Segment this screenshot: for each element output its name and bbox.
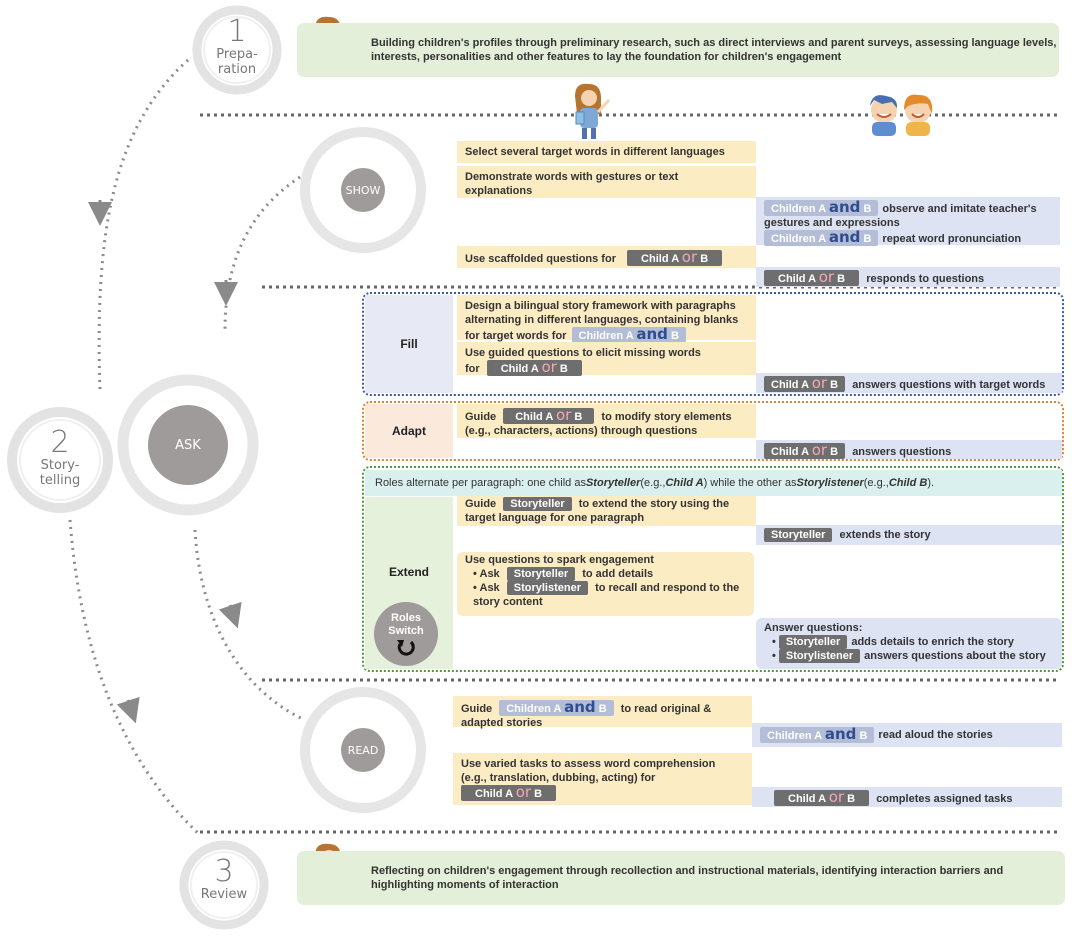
response-text: responds to questions	[866, 273, 985, 285]
extend-teacher-step-2: Use questions to spark engagement Ask St…	[457, 552, 754, 616]
storyteller-tag: Storyteller	[764, 528, 833, 542]
read-child-response-2: Child A or B completes assigned tasks	[752, 787, 1062, 807]
step-text: to read original &	[620, 703, 712, 715]
step-text: to modify story elements	[601, 411, 732, 423]
show-teacher-step-2: Demonstrate words with gestures or text …	[457, 166, 756, 198]
show-circle: SHOW	[341, 168, 385, 212]
child-a-or-b-tag: Child A or B	[627, 250, 723, 266]
child-a-or-b-tag: Child A or B	[764, 270, 860, 286]
stage-preparation: 1 Prepa- ration	[205, 14, 269, 78]
children-a-and-b-tag: Children A and B	[764, 200, 879, 216]
stage-number: 3	[214, 854, 234, 889]
storylistener-tag: Storylistener	[506, 581, 588, 595]
step-text: (e.g., characters, actions) through ques…	[465, 425, 698, 437]
storyteller-tag: Storyteller	[778, 635, 848, 649]
fill-label: Fill	[365, 295, 453, 393]
child-a-or-b-tag: Child A or B	[503, 408, 595, 424]
step-text: adapted stories	[461, 717, 543, 729]
response-text: read aloud the stories	[878, 729, 993, 741]
child-a-or-b-tag: Child A or B	[461, 785, 557, 801]
roles-switch-icon	[397, 640, 415, 656]
response-text: completes assigned tasks	[876, 793, 1013, 805]
children-a-and-b-tag: Children A and B	[760, 727, 875, 743]
step-text: Use scaffolded questions for	[465, 253, 616, 265]
roles-description: Roles alternate per paragraph: one child…	[365, 470, 1062, 496]
step-text: Use varied tasks to assess word comprehe…	[461, 758, 716, 784]
response-text: answers questions	[852, 446, 952, 458]
stage-storytelling: 2 Story- telling	[20, 425, 100, 489]
response-text: answers questions with target words	[852, 379, 1046, 391]
roles-switch-circle[interactable]: Roles Switch	[374, 602, 438, 666]
fill-teacher-step-1: Design a bilingual story framework with …	[457, 295, 756, 343]
adapt-teacher-step: Guide Child A or B to modify story eleme…	[457, 404, 756, 438]
storylistener-tag: Storylistener	[778, 649, 861, 663]
step-text: Use guided questions to elicit missing w…	[465, 347, 701, 359]
teacher-icon	[575, 83, 611, 139]
review-description: Reflecting on children's engagement thro…	[297, 851, 1065, 905]
step-text: target language for one paragraph	[465, 512, 645, 524]
child-a-or-b-tag: Child A or B	[774, 790, 870, 806]
read-circle: READ	[341, 728, 385, 772]
review-text: Reflecting on children's engagement thro…	[371, 865, 1004, 891]
extend-child-response-1: Storyteller extends the story	[756, 525, 1062, 545]
children-a-and-b-tag: Children A and B	[571, 327, 686, 343]
children-a-and-b-tag: Children A and B	[764, 230, 879, 246]
children-icon	[870, 94, 933, 136]
response-text: repeat word pronunciation	[882, 233, 1022, 245]
adapt-child-response: Child A or B answers questions	[756, 440, 1062, 459]
stage-label: Review	[200, 887, 248, 902]
adapt-label: Adapt	[365, 404, 453, 458]
read-teacher-step-1: Guide Children A and B to read original …	[453, 696, 752, 729]
storyteller-tag: Storyteller	[503, 497, 572, 511]
preparation-description: Building children's profiles through pre…	[297, 23, 1059, 77]
step-text: Guide	[461, 703, 493, 715]
response-text: extends the story	[839, 529, 931, 541]
show-teacher-step-3: Use scaffolded questions for Child A or …	[457, 246, 756, 268]
response-text: Answer questions:	[764, 622, 863, 634]
storyteller-tag: Storyteller	[506, 567, 576, 581]
preparation-text: Building children's profiles through pre…	[371, 37, 1057, 63]
step-text: Design a bilingual story framework with …	[465, 300, 739, 342]
step-text: Select several target words in different…	[465, 146, 725, 158]
stage-number: 2	[50, 425, 70, 460]
response-text: observe and imitate teacher's gestures a…	[764, 203, 1037, 229]
child-a-or-b-tag: Child A or B	[486, 360, 582, 376]
step-text: Use questions to spark engagement	[465, 554, 654, 566]
read-child-response-1: Children A and B read aloud the stories	[752, 723, 1062, 747]
stage-number: 1	[227, 14, 247, 49]
show-child-response-2: Child A or B responds to questions	[756, 267, 1060, 287]
stage-label: Story- telling	[39, 458, 81, 488]
child-a-or-b-tag: Child A or B	[764, 376, 846, 392]
step-text: Guide	[465, 498, 497, 510]
fill-child-response: Child A or B answers questions with targ…	[756, 373, 1062, 393]
roles-switch-label: Roles Switch	[388, 612, 424, 637]
stage-review: 3 Review	[192, 854, 256, 903]
extend-teacher-step-1: Guide Storyteller to extend the story us…	[457, 496, 756, 526]
step-text: Guide	[465, 411, 497, 423]
show-teacher-step-1: Select several target words in different…	[457, 141, 756, 163]
step-text: Demonstrate words with gestures or text …	[465, 171, 679, 197]
fill-teacher-step-2: Use guided questions to elicit missing w…	[457, 342, 756, 376]
fill-box	[362, 292, 1064, 396]
ask-circle: ASK	[148, 405, 228, 485]
step-text: to extend the story using the	[578, 498, 730, 510]
read-teacher-step-2: Use varied tasks to assess word comprehe…	[453, 753, 752, 805]
child-a-or-b-tag: Child A or B	[764, 443, 846, 459]
children-a-and-b-tag: Children A and B	[499, 700, 614, 716]
stage-label: Prepa- ration	[216, 47, 258, 77]
extend-box	[362, 466, 1064, 672]
step-text: for	[465, 363, 480, 375]
adapt-box	[362, 401, 1064, 461]
